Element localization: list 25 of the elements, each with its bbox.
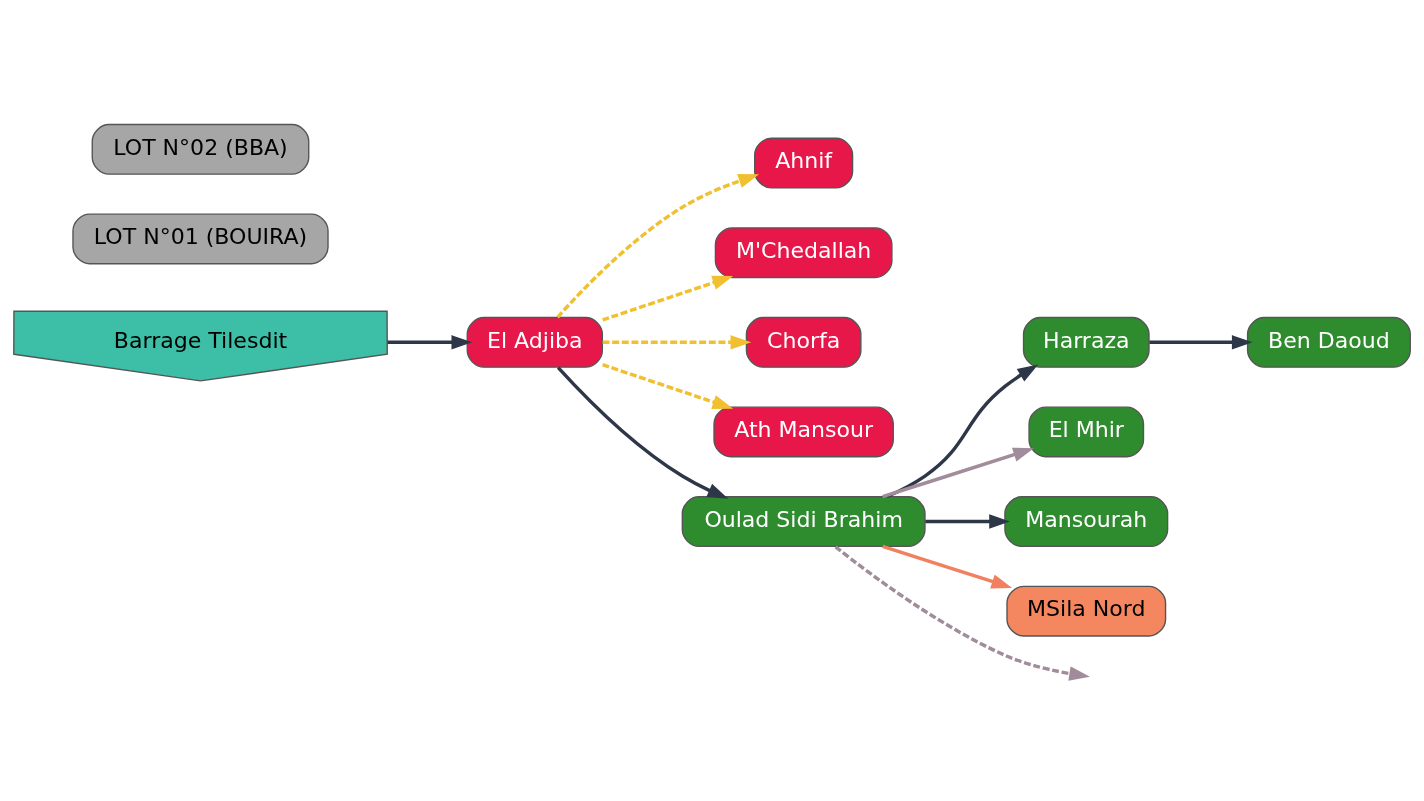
node-box: Harraza	[1022, 316, 1150, 368]
arrow	[556, 174, 760, 319]
node-box: Chorfa	[745, 316, 862, 368]
node-box: El Adjiba	[466, 316, 604, 368]
node-box: Mansourah	[1004, 496, 1169, 548]
arrow	[602, 335, 752, 350]
arrow	[886, 364, 1039, 499]
node-box: Oulad Sidi Brahim	[681, 496, 926, 548]
arrow	[602, 363, 734, 409]
node-box: El Mhir	[1028, 406, 1145, 458]
node-box: Ben Daoud	[1246, 316, 1411, 368]
arrow	[882, 447, 1034, 499]
arrow	[882, 544, 1013, 589]
node-box: LOT N°02 (BBA)	[91, 123, 310, 175]
arrow	[387, 335, 473, 350]
node-box: MSila Nord	[1006, 585, 1167, 637]
arrow	[834, 545, 1090, 681]
node-box: Ahnif	[754, 137, 854, 189]
arrow	[1149, 335, 1253, 350]
arrow	[556, 366, 729, 499]
node-box: LOT N°01 (BOUIRA)	[72, 213, 329, 265]
arrow	[602, 275, 734, 322]
arrow	[925, 514, 1010, 529]
node-box: Ath Mansour	[713, 406, 894, 458]
node-box: M'Chedallah	[714, 227, 893, 279]
